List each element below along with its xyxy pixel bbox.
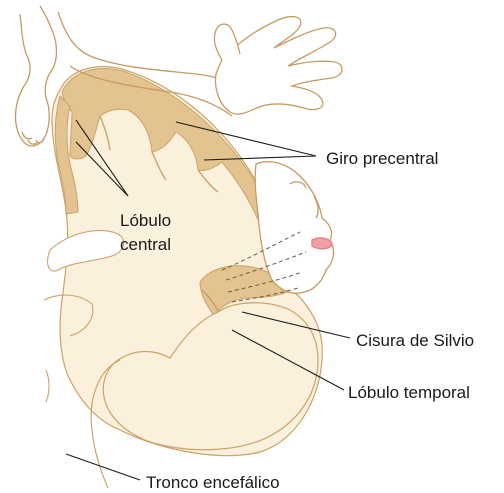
label-lobulo-central-line1: Lóbulo [120, 211, 171, 230]
label-lobulo-temporal: Lóbulo temporal [348, 383, 470, 402]
hand-illustration [216, 17, 343, 115]
tongue-illustration [312, 238, 332, 249]
inner-contour [46, 370, 49, 402]
label-lobulo-central-line2: central [120, 235, 171, 254]
label-cisura-silvio: Cisura de Silvio [356, 331, 474, 350]
label-tronco-encefalico: Tronco encefálico [146, 473, 280, 492]
label-giro-precentral: Giro precentral [326, 149, 438, 168]
foot-illustration [15, 6, 56, 146]
hand-thumb [214, 24, 240, 60]
